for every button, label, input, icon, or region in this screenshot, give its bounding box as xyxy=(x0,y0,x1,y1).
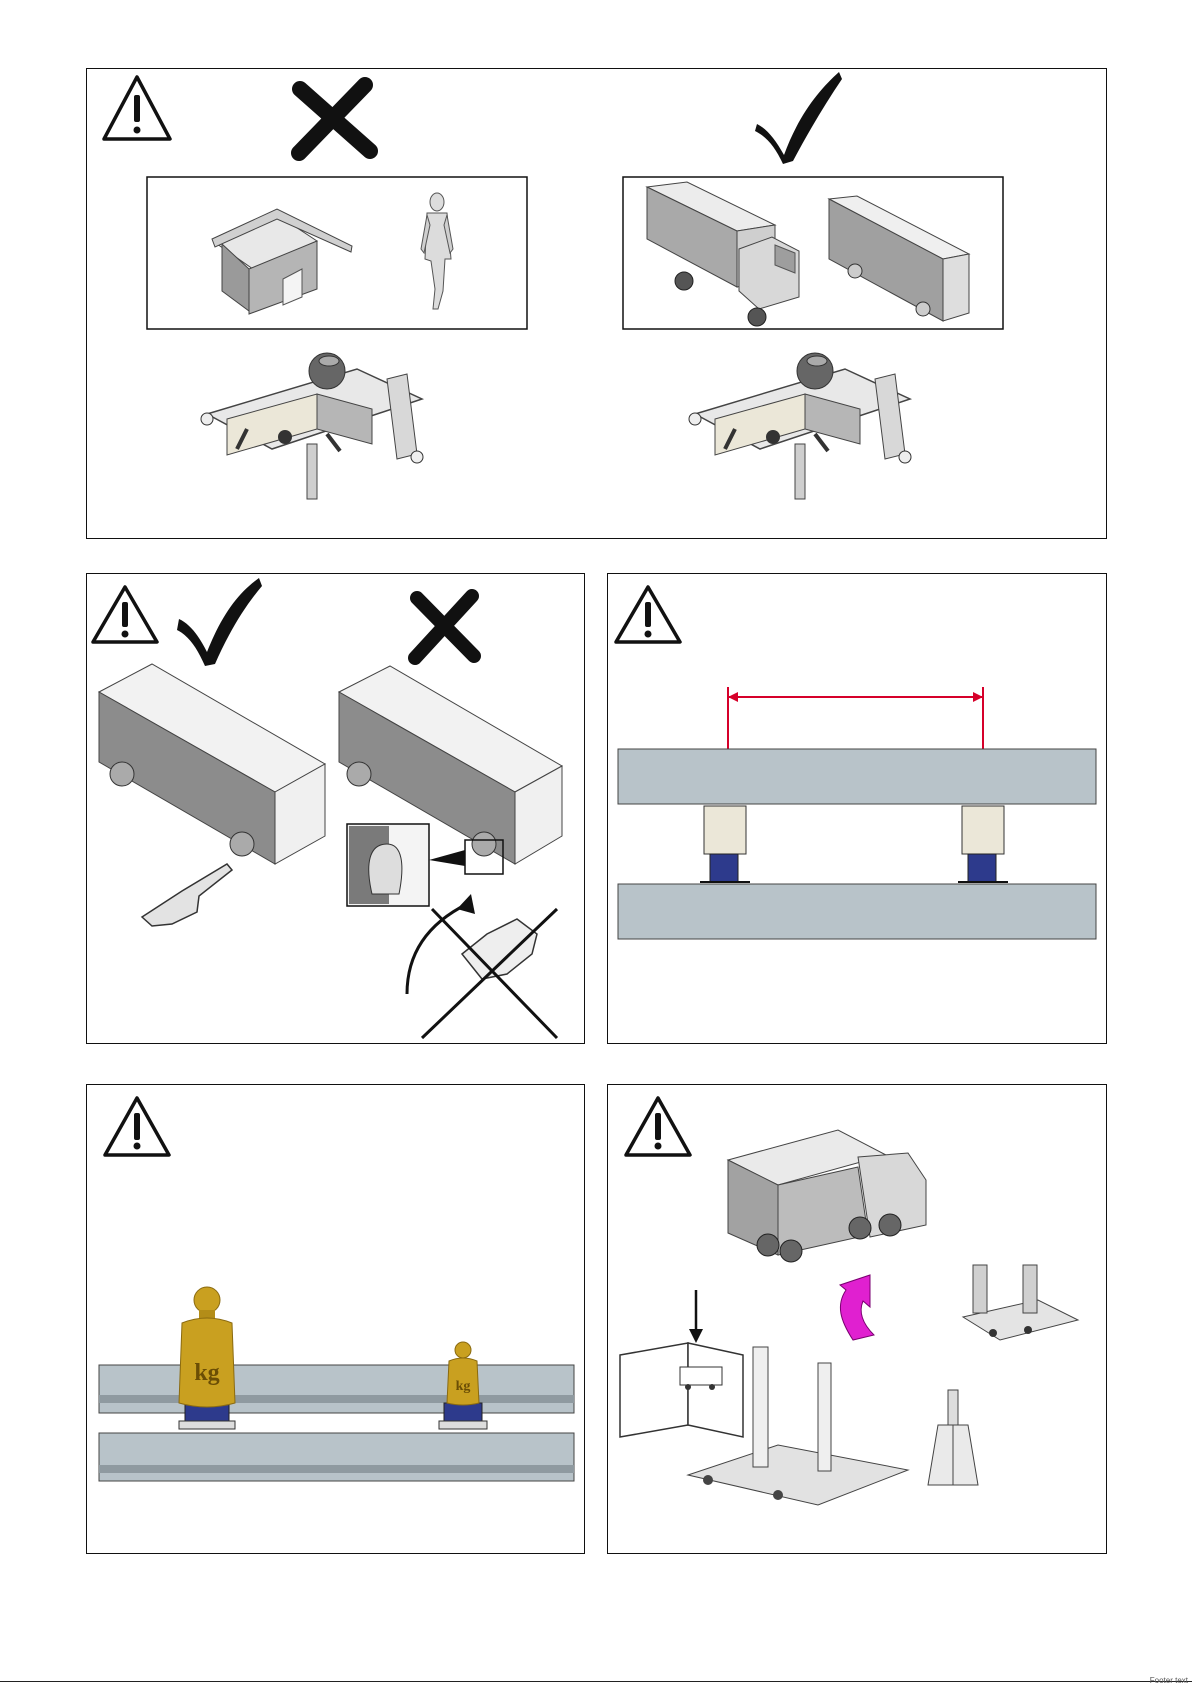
weight-small-label: kg xyxy=(456,1379,471,1394)
lifting-unit-right xyxy=(439,1403,487,1429)
footer-text: Footer text xyxy=(1150,1676,1188,1685)
lifting-adapter-left xyxy=(201,353,423,499)
warning-icon xyxy=(93,587,157,642)
lift-arrow-icon xyxy=(840,1275,874,1340)
weight-small: kg xyxy=(447,1342,479,1405)
lifting-adapter-small xyxy=(963,1265,1078,1340)
warning-icon xyxy=(104,77,170,139)
warning-icon xyxy=(616,587,680,642)
rail-upper xyxy=(99,1365,574,1413)
weight-large-label: kg xyxy=(194,1360,219,1386)
lifting-unit-right xyxy=(958,806,1008,882)
weight-large: kg xyxy=(179,1287,235,1407)
panel-distance xyxy=(607,573,1107,1044)
check-mark-icon xyxy=(755,72,842,164)
rail-lower xyxy=(99,1433,574,1481)
warning-icon xyxy=(105,1098,169,1155)
panel-support-after-lifting xyxy=(607,1084,1107,1554)
lifting-adapter-right xyxy=(689,353,911,499)
panel-vehicle-types xyxy=(86,68,1107,539)
lifting-unit-left xyxy=(700,806,750,882)
rail-lower xyxy=(618,884,1096,939)
warning-icon xyxy=(626,1098,690,1155)
bus-figure-left xyxy=(99,664,325,864)
axle-stand-icon xyxy=(928,1390,978,1485)
panel-wheel-handling xyxy=(86,573,585,1044)
panel-load-distribution: kg kg xyxy=(86,1084,585,1554)
pointing-hand-icon xyxy=(142,864,232,926)
rail-upper xyxy=(618,749,1096,804)
unsuitable-loads-box xyxy=(147,177,527,329)
lifted-truck-figure xyxy=(728,1130,926,1262)
cross-mark-icon xyxy=(299,85,370,153)
check-mark-icon xyxy=(177,578,262,666)
prohibited-hand-turning xyxy=(407,894,557,1038)
manual-book-icon xyxy=(620,1290,743,1437)
cross-mark-icon xyxy=(415,596,474,658)
footer-divider xyxy=(0,1681,1192,1682)
